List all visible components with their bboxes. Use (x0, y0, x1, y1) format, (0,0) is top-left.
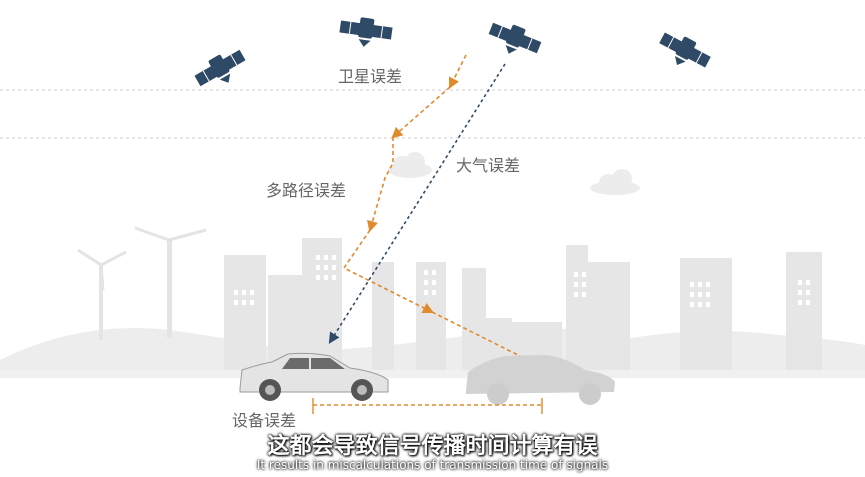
direct-signal-path (328, 63, 506, 344)
satellite-icon (484, 16, 545, 65)
satellite-icon (190, 44, 252, 97)
cloud-icon (590, 169, 640, 195)
ghost-car (466, 355, 615, 405)
building-windows (234, 255, 810, 307)
atmosphere-error-label: 大气误差 (456, 156, 521, 175)
wind-turbine-icon (134, 226, 207, 338)
ground (0, 370, 865, 378)
multipath-signal-path (431, 311, 521, 357)
multipath-error-label: 多路径误差 (266, 181, 347, 200)
wind-turbine-icon (77, 248, 127, 340)
multipath-signal-path (367, 137, 394, 233)
position-offset-indicator (312, 398, 543, 414)
satellite-icon (653, 26, 715, 78)
satellite-icon (337, 13, 394, 51)
satellite-error-label: 卫星误差 (338, 67, 403, 86)
subtitle-english: It results in miscalculations of transmi… (256, 458, 609, 472)
multipath-signal-path (448, 54, 467, 90)
device-error-label: 设备误差 (232, 411, 297, 430)
city-skyline (224, 238, 822, 370)
subtitle-chinese: 这都会导致信号传播时间计算有误 (267, 434, 598, 459)
car (239, 352, 389, 401)
multipath-signal-path (391, 86, 451, 139)
multipath-signal-path (342, 229, 435, 314)
cloud-icon (388, 152, 432, 178)
